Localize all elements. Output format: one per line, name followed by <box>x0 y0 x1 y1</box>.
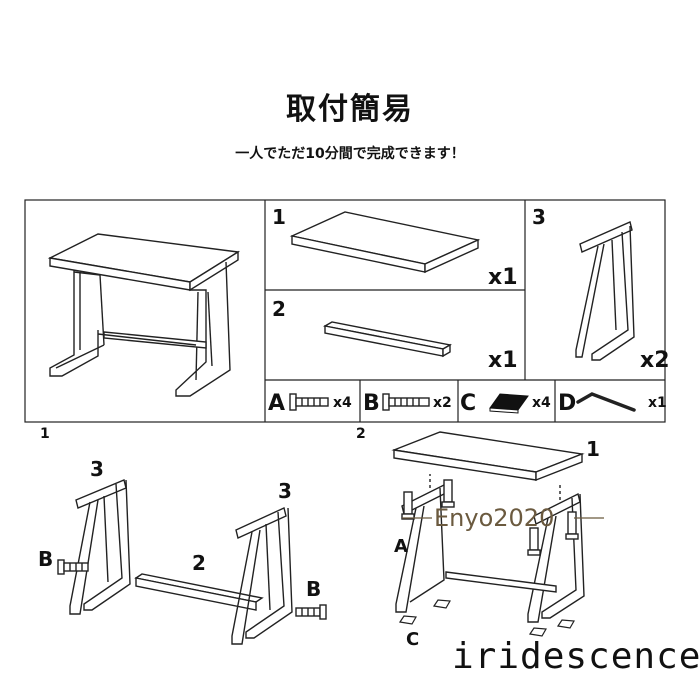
assembled-desk-illustration <box>47 233 241 397</box>
part-3-number: 3 <box>532 205 546 229</box>
step2-screws-a-icon <box>401 479 579 556</box>
watermark-text: Enyo2020 <box>434 504 554 532</box>
hex-key-d-icon <box>576 392 636 412</box>
step-2-number: 2 <box>356 426 366 442</box>
step2-part-1-label: 1 <box>586 437 600 461</box>
step2-frame-assembly <box>395 474 585 623</box>
part-2-qty: x1 <box>488 348 518 373</box>
hardware-a-letter: A <box>268 391 285 416</box>
part-2-number: 2 <box>272 297 286 321</box>
hardware-b-qty: x2 <box>433 395 452 411</box>
part-3-side-frame <box>575 221 635 361</box>
part-2-stretcher-bar <box>323 321 452 358</box>
step2-top-board <box>391 431 585 482</box>
watermark: Enyo2020 <box>402 504 604 532</box>
part-1-qty: x1 <box>488 265 518 290</box>
hardware-c-qty: x4 <box>532 395 551 411</box>
hardware-a-qty: x4 <box>333 395 352 411</box>
page-subtitle: 一人でただ10分間で完成できます！ <box>235 146 465 162</box>
part-1-number: 1 <box>272 205 286 229</box>
step1-screw-b-right-label: B <box>306 577 321 601</box>
page-title: 取付簡易 <box>286 92 414 127</box>
step2-foot-pad-c-label: C <box>406 629 419 650</box>
step-1-number: 1 <box>40 426 50 442</box>
hardware-c-letter: C <box>460 391 476 416</box>
step1-right-side-frame <box>231 507 293 645</box>
brand-logo-text: iridescence <box>452 636 700 677</box>
step1-screw-b-left-icon <box>57 559 89 575</box>
foot-pad-c-icon <box>489 393 529 414</box>
step1-screw-b-left-label: B <box>38 547 53 571</box>
parts-grid-frame <box>24 199 666 423</box>
part-3-qty: x2 <box>640 348 670 373</box>
screw-a-icon <box>289 393 329 411</box>
step2-foot-pads-c-icon <box>398 599 575 637</box>
hardware-b-letter: B <box>363 391 380 416</box>
step2-screw-a-label: A <box>394 536 408 557</box>
step1-screw-b-right-icon <box>295 604 327 620</box>
screw-b-icon <box>382 393 430 411</box>
step1-part-3-right-label: 3 <box>278 479 292 503</box>
hardware-d-letter: D <box>558 391 576 416</box>
step1-left-side-frame <box>69 479 131 615</box>
hardware-d-qty: x1 <box>648 395 667 411</box>
step1-part-2-label: 2 <box>192 551 206 575</box>
step1-part-3-left-label: 3 <box>90 457 104 481</box>
step1-stretcher-bar <box>134 573 264 611</box>
part-1-top-board <box>289 211 481 274</box>
